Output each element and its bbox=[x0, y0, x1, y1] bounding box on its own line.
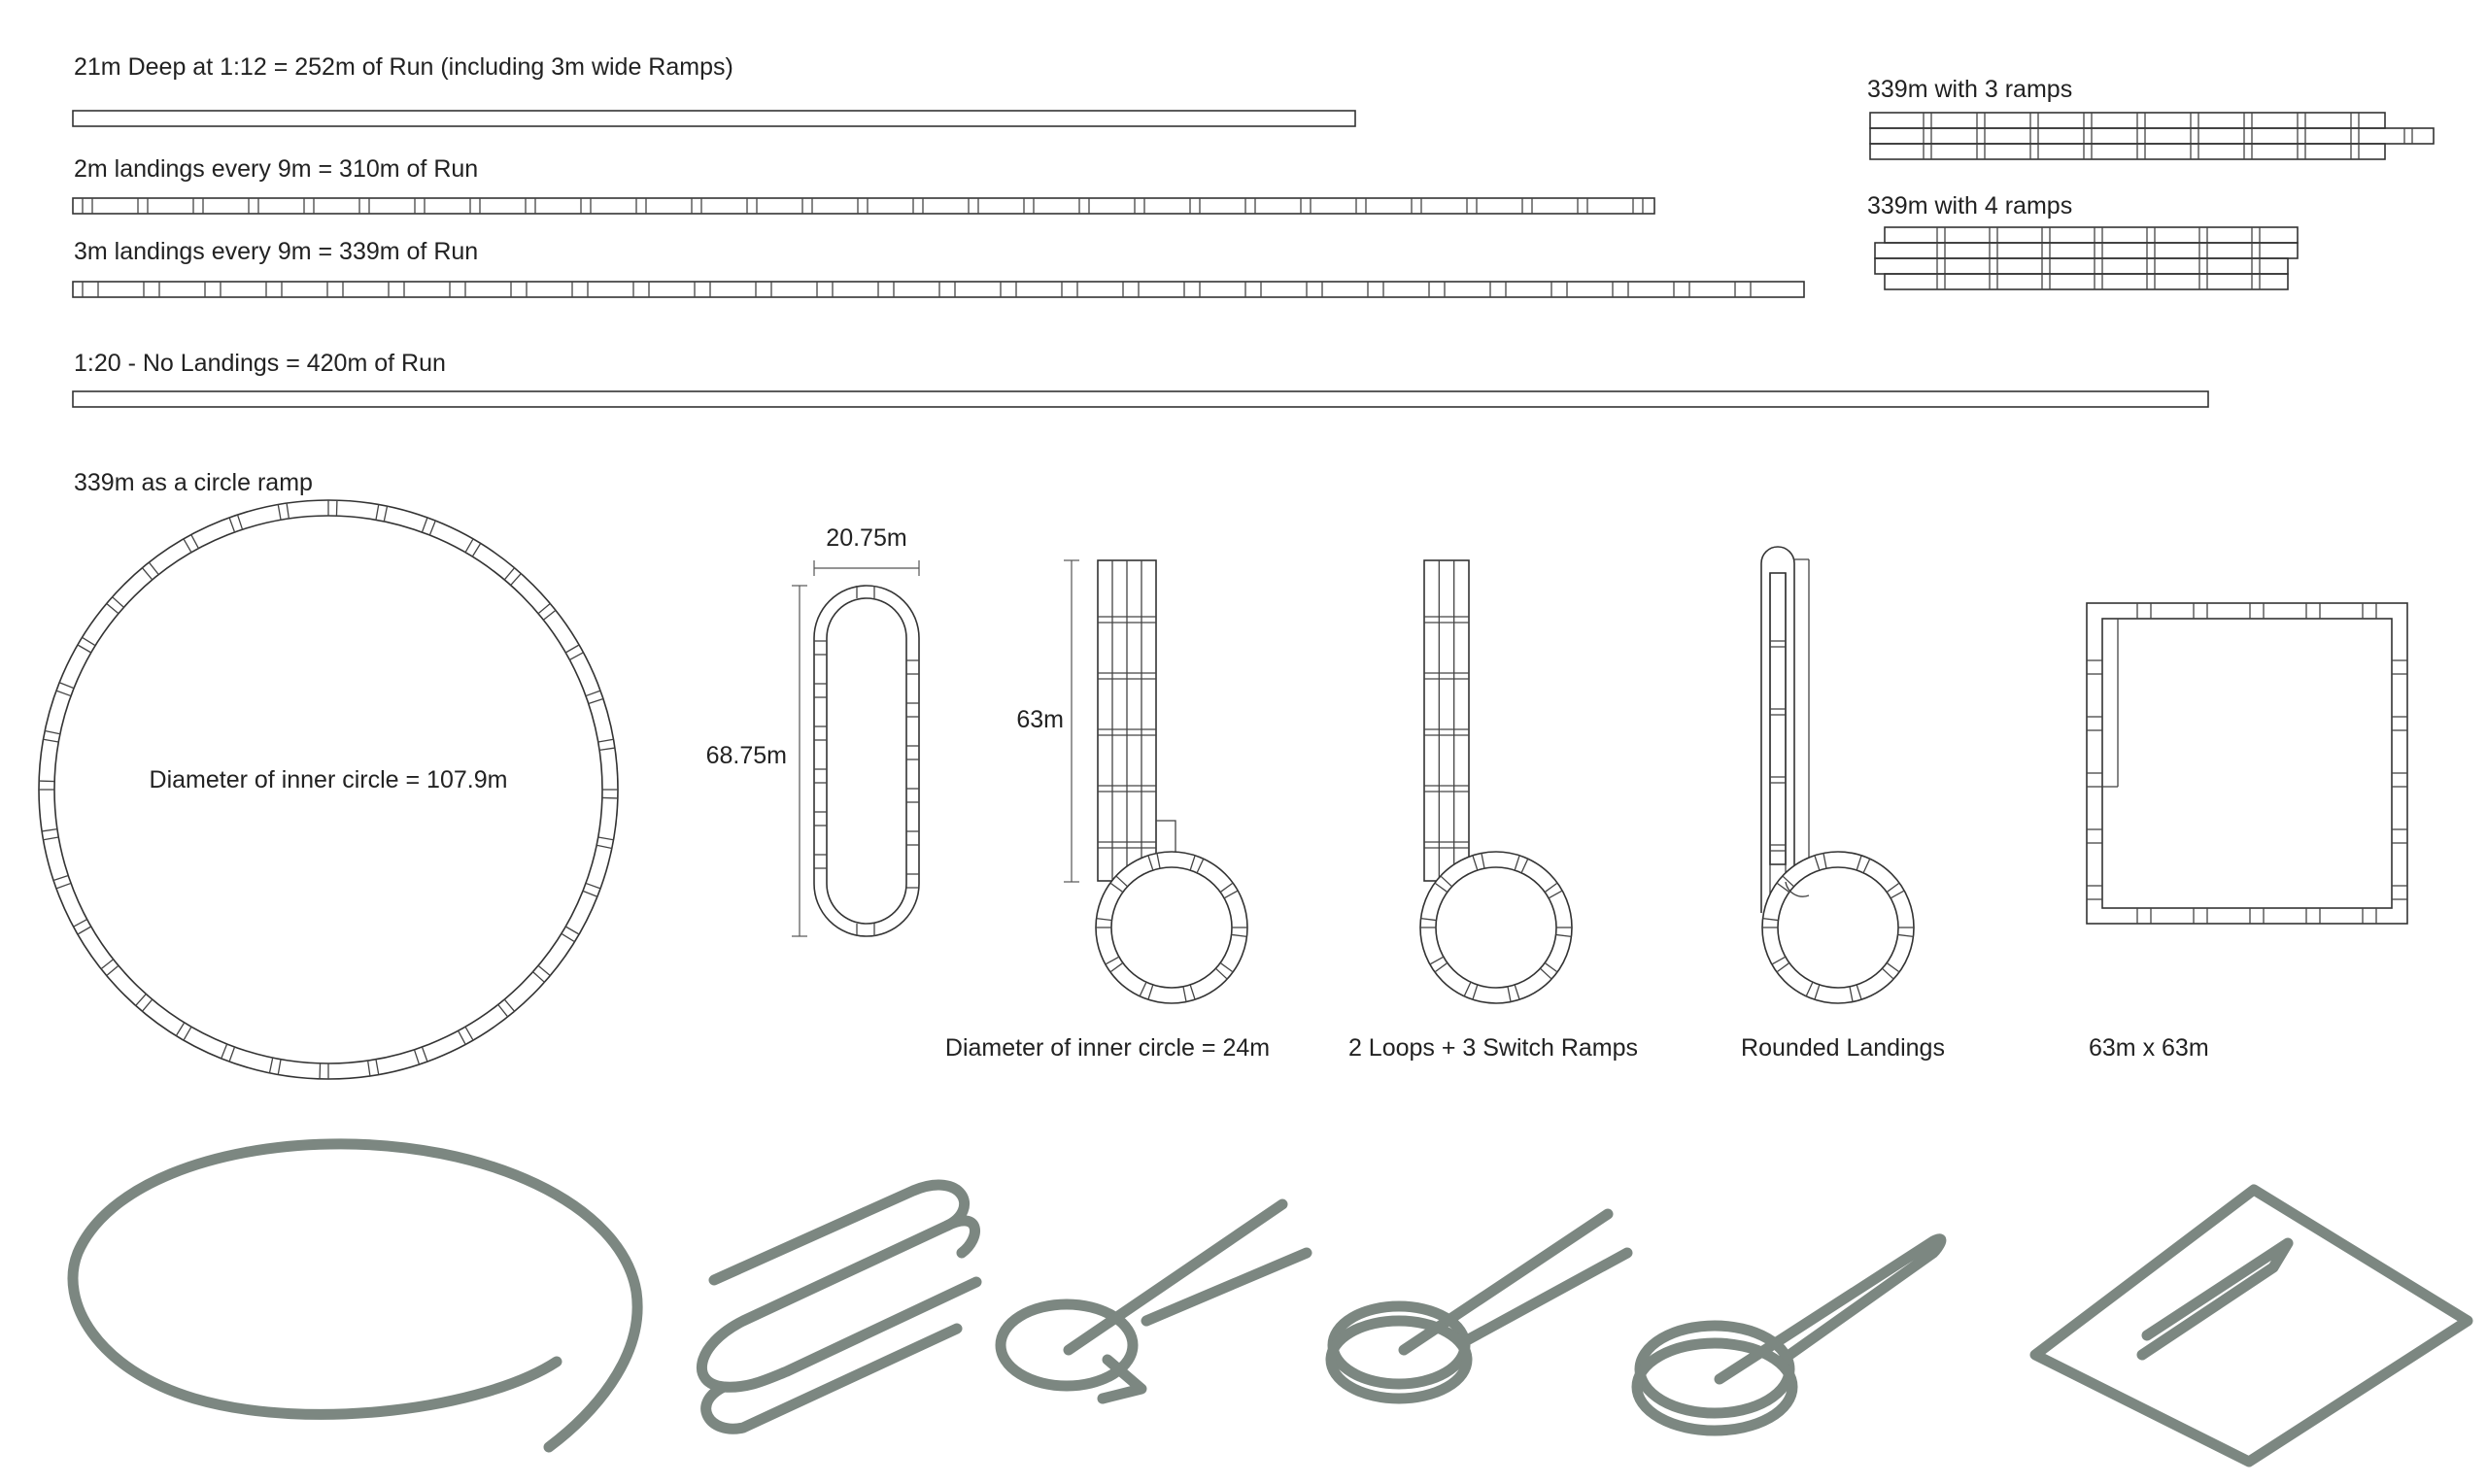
sketch-circle bbox=[67, 1138, 643, 1453]
ramp-bar-landings-2m bbox=[72, 197, 1655, 215]
sketch-loop-1 bbox=[995, 1198, 1312, 1404]
two-loops-plan bbox=[1419, 559, 1573, 1004]
oval-height-dimension bbox=[792, 585, 807, 937]
label-circle-ramp: 339m as a circle ramp bbox=[74, 469, 313, 496]
circle-ramp-plan bbox=[38, 499, 619, 1080]
label-inner-diameter-large: Diameter of inner circle = 107.9m bbox=[150, 766, 508, 793]
rounded-landings-plan bbox=[1760, 546, 1915, 1004]
label-landings-3m: 3m landings every 9m = 339m of Run bbox=[74, 238, 478, 265]
oval-ramp-plan bbox=[813, 585, 920, 937]
sketch-square bbox=[2029, 1184, 2473, 1467]
sketch-loop-2 bbox=[1325, 1208, 1633, 1404]
sketch-paperclip bbox=[696, 1179, 982, 1434]
ramp-bar-1-12 bbox=[72, 110, 1356, 127]
label-inner-diameter-small: Diameter of inner circle = 24m bbox=[945, 1034, 1270, 1062]
label-ramp-1-12: 21m Deep at 1:12 = 252m of Run (includin… bbox=[74, 53, 733, 81]
tower-loop-plan bbox=[1095, 559, 1248, 1004]
label-square-dim: 63m x 63m bbox=[2089, 1034, 2209, 1062]
label-rounded-landings: Rounded Landings bbox=[1741, 1034, 1945, 1062]
three-ramps-plan bbox=[1869, 112, 2435, 160]
label-loops-switch: 2 Loops + 3 Switch Ramps bbox=[1348, 1034, 1638, 1062]
label-landings-2m: 2m landings every 9m = 310m of Run bbox=[74, 155, 478, 183]
tower-height-dimension bbox=[1064, 559, 1079, 883]
sketch-loop-3 bbox=[1631, 1233, 1947, 1436]
label-no-landings: 1:20 - No Landings = 420m of Run bbox=[74, 350, 446, 377]
ramp-bar-no-landings bbox=[72, 390, 2209, 408]
ramp-bar-landings-3m bbox=[72, 281, 1805, 298]
oval-width-dimension bbox=[813, 560, 920, 576]
four-ramps-plan bbox=[1874, 226, 2299, 290]
square-ramp-plan bbox=[2086, 602, 2408, 925]
label-height-dim: 68.75m bbox=[706, 742, 787, 769]
label-three-ramps: 339m with 3 ramps bbox=[1867, 76, 2072, 103]
label-four-ramps: 339m with 4 ramps bbox=[1867, 192, 2072, 219]
label-width-dim: 20.75m bbox=[826, 524, 906, 552]
label-height-63: 63m bbox=[1016, 706, 1064, 733]
